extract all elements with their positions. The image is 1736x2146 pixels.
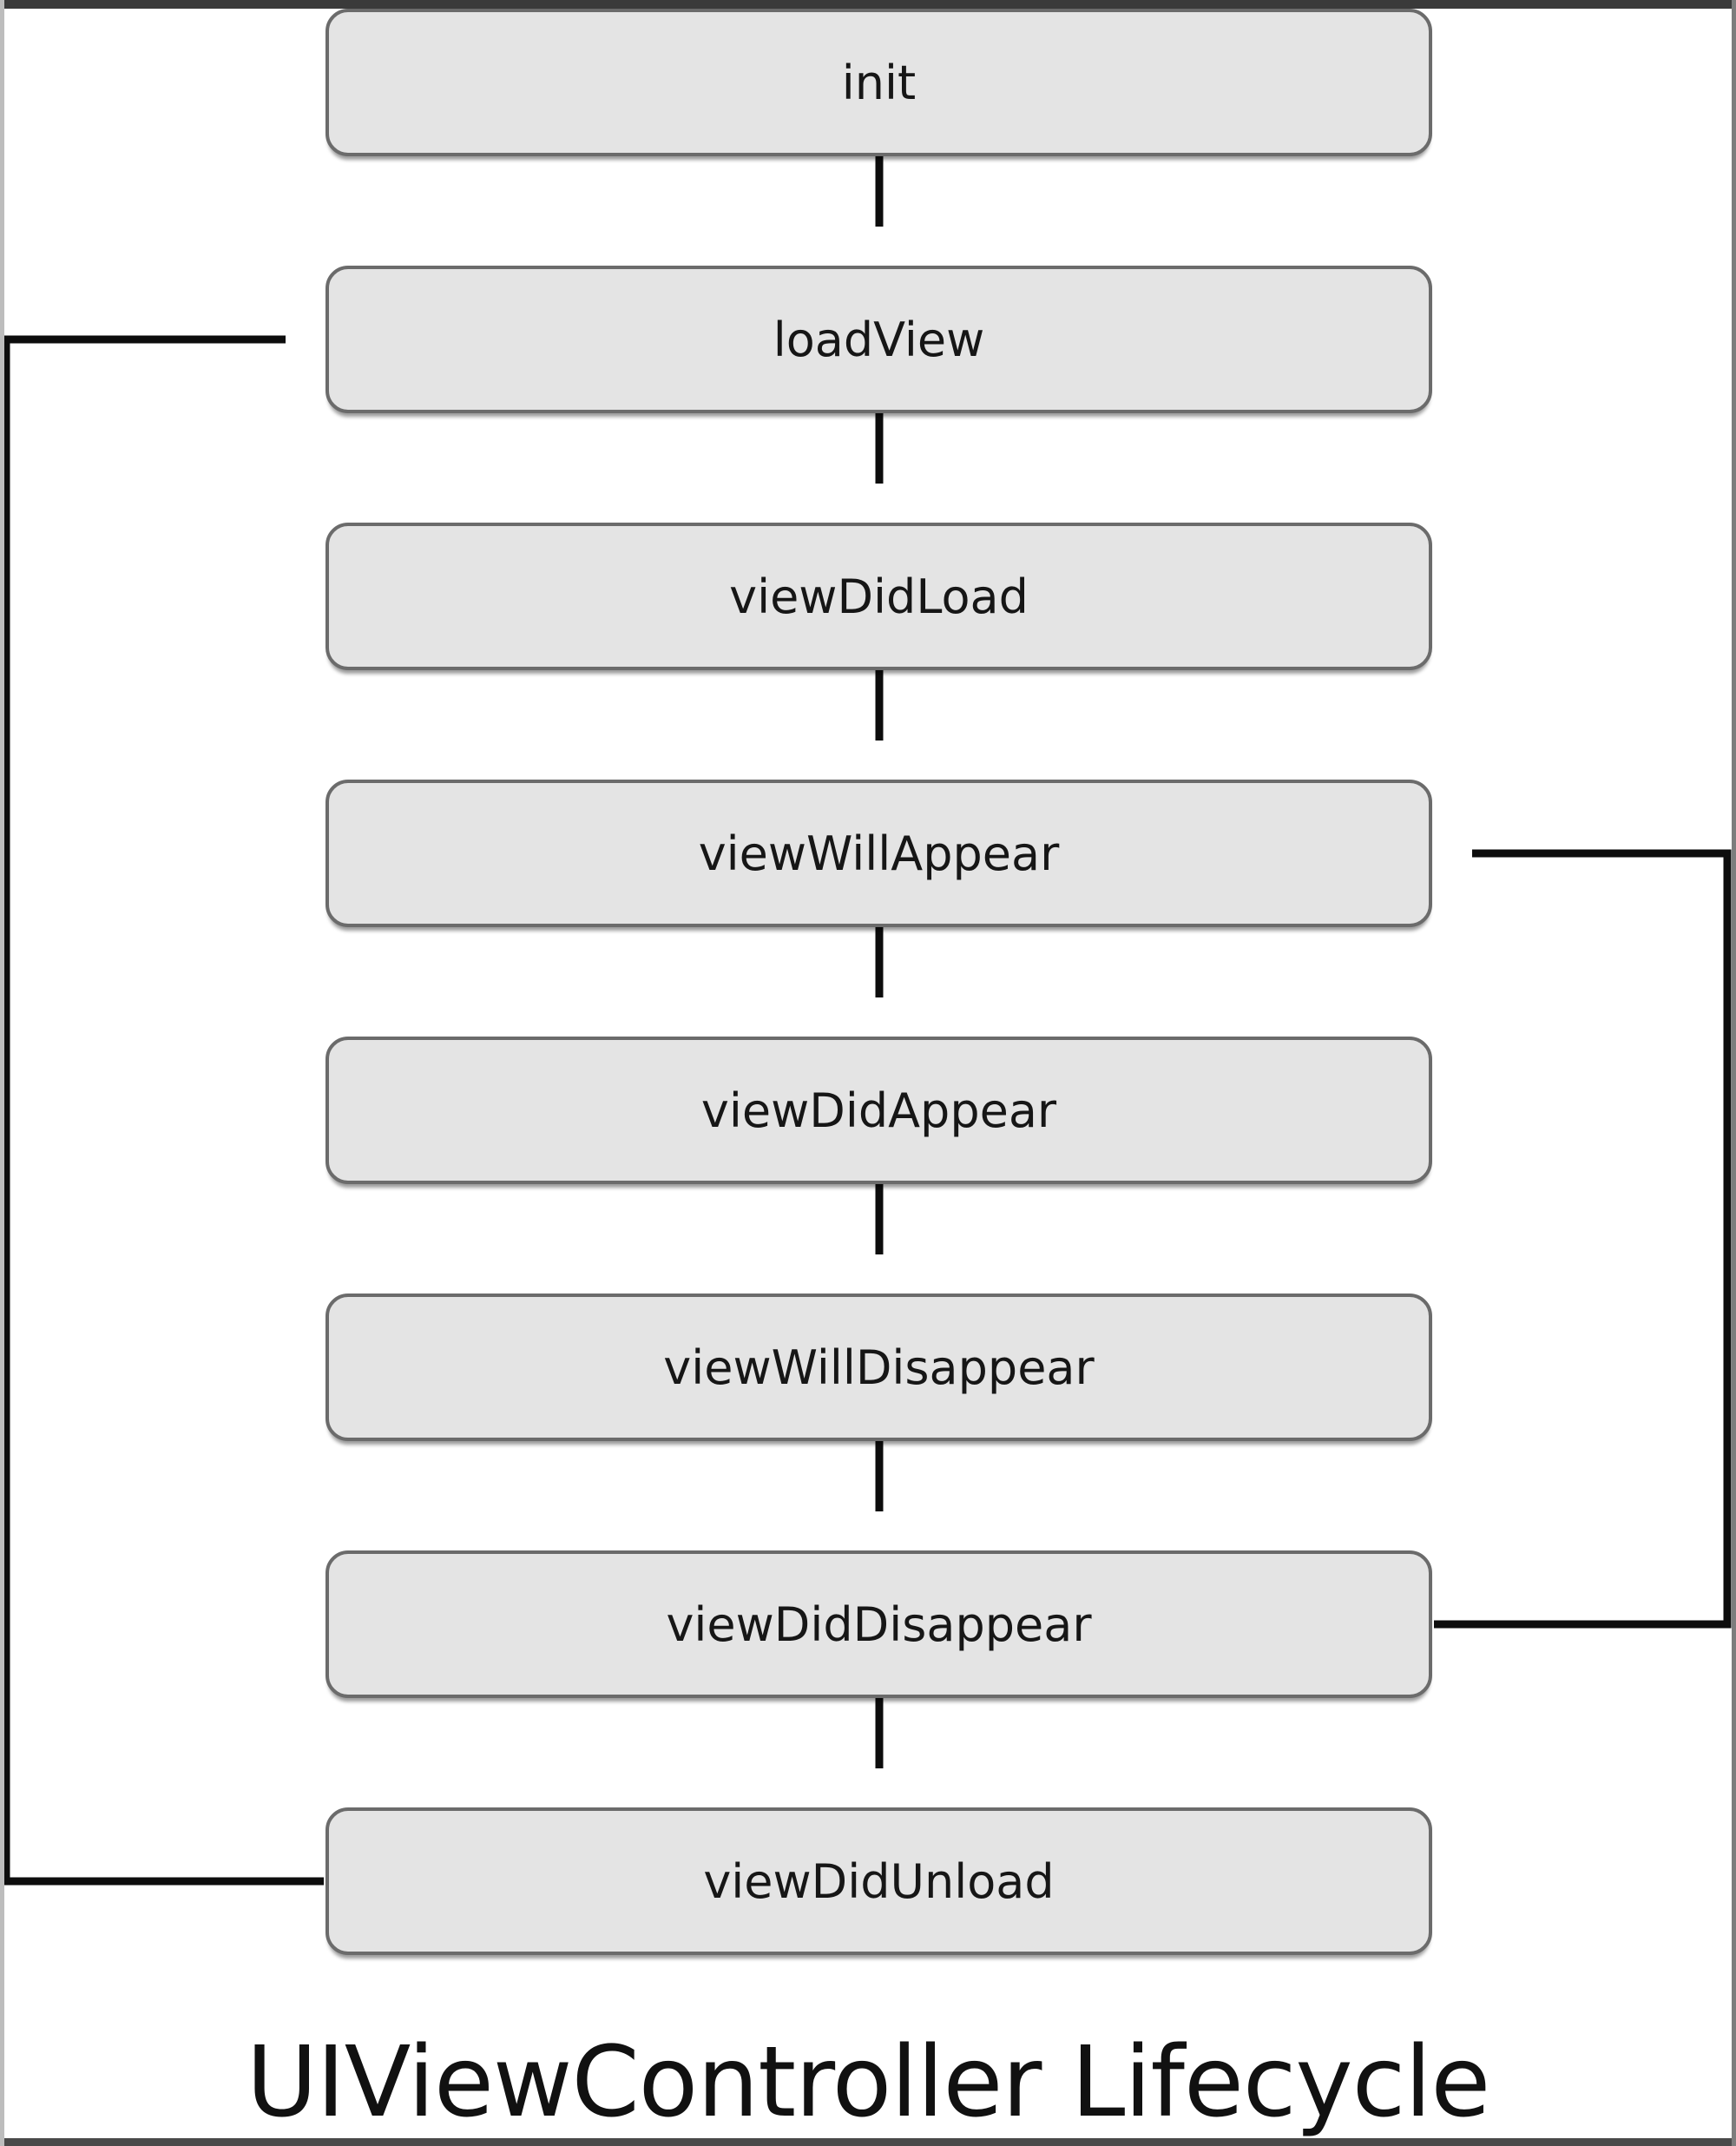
node-label: init (841, 55, 917, 110)
node-label: viewWillAppear (698, 826, 1060, 881)
node-viewwilldisappear: viewWillDisappear (326, 1294, 1432, 1441)
node-viewdidload: viewDidLoad (326, 523, 1432, 670)
edge-loop-viewdidunload-to-loadview (2, 335, 324, 1886)
node-label: viewDidUnload (703, 1853, 1055, 1909)
frame-border-left (0, 0, 4, 2146)
frame-border-right (1732, 0, 1736, 2146)
frame-border-top (0, 0, 1736, 9)
node-label: viewDidDisappear (666, 1596, 1092, 1652)
node-label: loadView (773, 312, 985, 367)
node-viewdidappear: viewDidAppear (326, 1037, 1432, 1184)
frame-border-bottom (0, 2138, 1736, 2146)
node-viewdidunload: viewDidUnload (326, 1807, 1432, 1955)
node-viewdiddisappear: viewDidDisappear (326, 1550, 1432, 1698)
node-loadview: loadView (326, 266, 1432, 413)
edge-loop-viewdiddisappear-to-viewwillappear (1434, 849, 1732, 1629)
node-init: init (326, 9, 1432, 156)
diagram-title: UIViewController Lifecycle (246, 2026, 1491, 2139)
node-viewwillappear: viewWillAppear (326, 780, 1432, 927)
node-label: viewWillDisappear (663, 1340, 1095, 1395)
node-label: viewDidAppear (700, 1083, 1057, 1138)
node-label: viewDidLoad (729, 569, 1029, 624)
